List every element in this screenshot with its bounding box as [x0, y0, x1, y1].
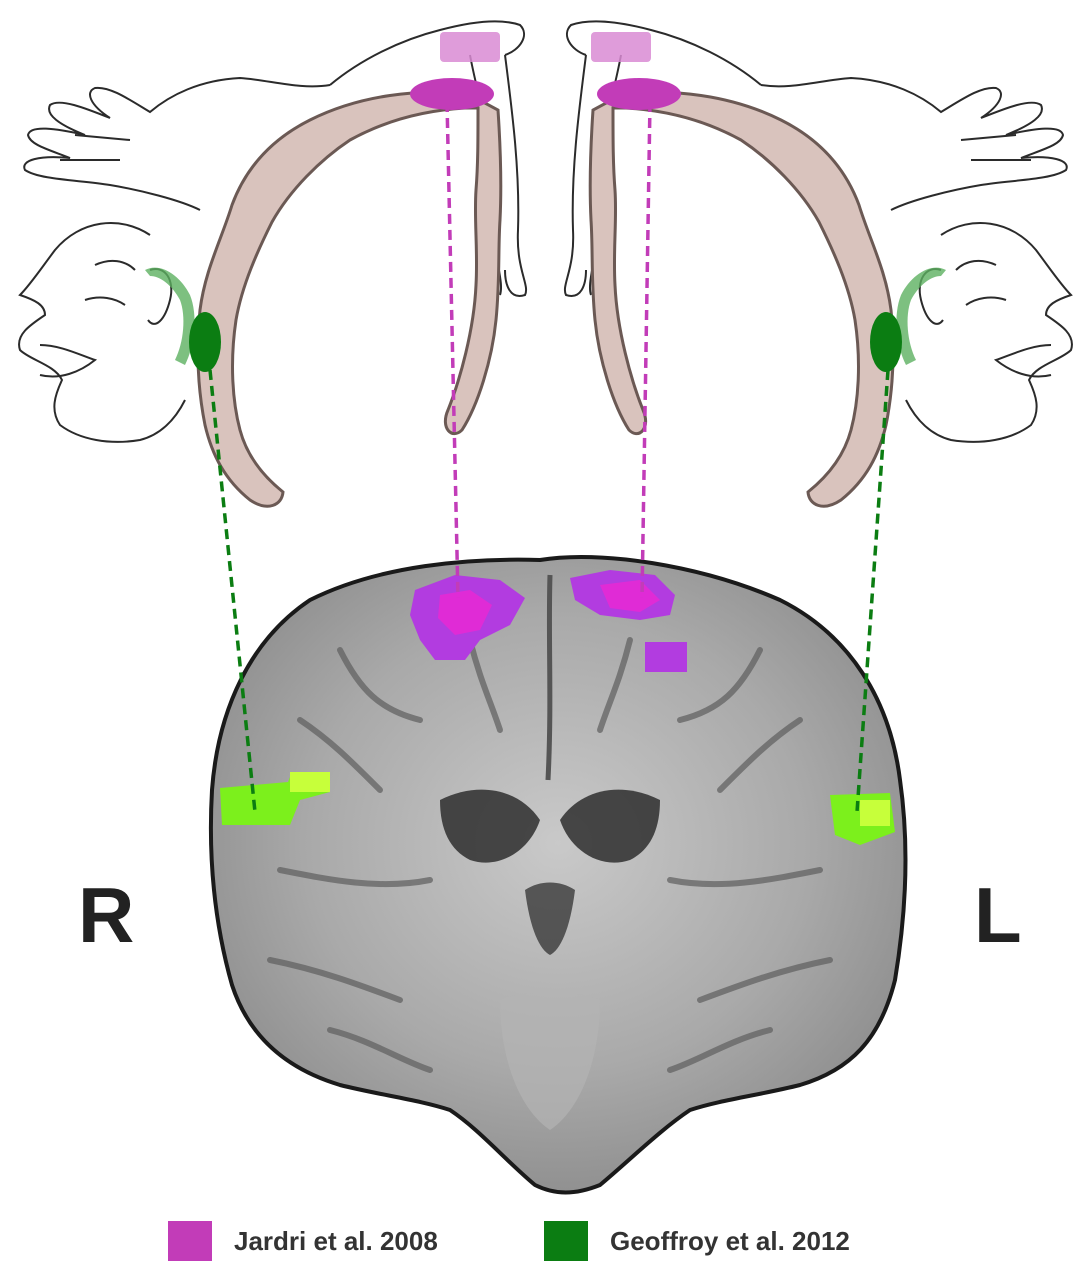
hemisphere-label-right: R: [78, 876, 134, 954]
activation-marker-top-right: [410, 78, 494, 110]
hemisphere-label-left: L: [974, 876, 1022, 954]
legend-label-geoffroy: Geoffroy et al. 2012: [610, 1226, 850, 1257]
coronal-mri-slice: [211, 557, 906, 1193]
ear-activation-right: [189, 312, 221, 372]
activation-left-inferior: [645, 642, 687, 672]
foot-marker-right: [440, 32, 500, 62]
connector-magenta-right: [447, 102, 458, 598]
legend-swatch-geoffroy: [544, 1221, 588, 1261]
legend-item-jardri: Jardri et al. 2008: [168, 1218, 438, 1264]
legend-item-geoffroy: Geoffroy et al. 2012: [544, 1218, 850, 1264]
legend-label-jardri: Jardri et al. 2008: [234, 1226, 438, 1257]
ear-highlight-right: [145, 268, 195, 365]
homunculus-left: [565, 21, 1072, 506]
connector-magenta-left: [642, 102, 650, 598]
legend-swatch-jardri: [168, 1221, 212, 1261]
